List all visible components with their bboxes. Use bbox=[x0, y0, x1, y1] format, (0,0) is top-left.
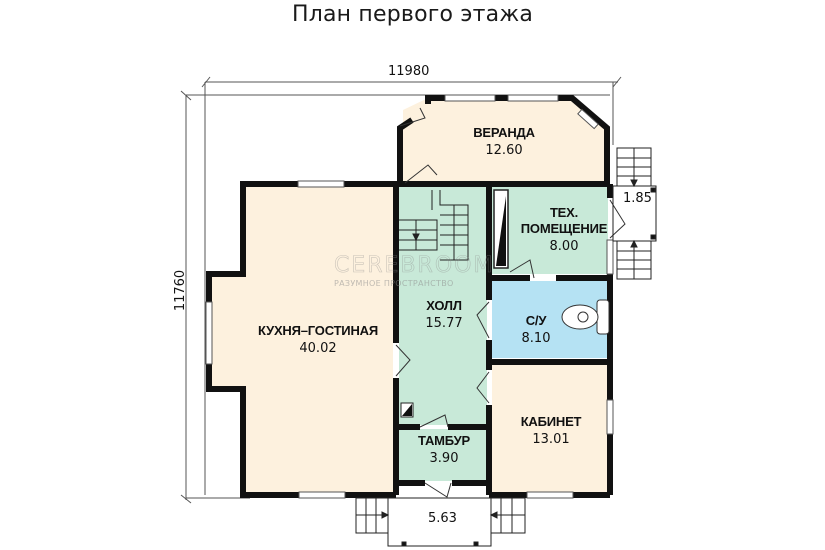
room-area: 40.02 bbox=[299, 341, 337, 356]
room-fill-vestibule bbox=[399, 429, 487, 481]
dimension-porch-right: 1.85 bbox=[623, 191, 652, 206]
room-name: С/У bbox=[525, 313, 547, 328]
windows bbox=[205, 94, 614, 499]
room-area: 8.10 bbox=[521, 331, 551, 346]
room-fills bbox=[212, 98, 608, 492]
page-title: План первого этажа bbox=[291, 2, 534, 27]
porch-right bbox=[612, 147, 657, 280]
dimension-height: 11760 bbox=[173, 269, 189, 312]
room-veranda: ВЕРАНДА 12.60 bbox=[473, 125, 535, 161]
room-area: 12.60 bbox=[485, 143, 523, 158]
room-fill-hall bbox=[399, 186, 487, 425]
room-fill-office bbox=[492, 365, 608, 492]
toilet-icon bbox=[561, 299, 610, 335]
room-bathroom: С/У 8.10 bbox=[522, 313, 551, 349]
room-name: КАБИНЕТ bbox=[520, 414, 582, 429]
dimension-porch-front: 5.63 bbox=[428, 511, 457, 526]
porch-front bbox=[355, 497, 526, 547]
dimension-lines bbox=[180, 76, 622, 504]
room-hall: ХОЛЛ 15.77 bbox=[425, 298, 462, 334]
room-name: ХОЛЛ bbox=[426, 298, 462, 313]
staircase bbox=[399, 190, 469, 261]
watermark-brand: CEREBROOM bbox=[334, 253, 495, 279]
room-tech: ТЕХ. ПОМЕЩЕНИЕ 8.00 bbox=[520, 205, 608, 257]
room-fill-veranda bbox=[403, 98, 607, 184]
room-area: 15.77 bbox=[425, 316, 463, 331]
room-kitchen: КУХНЯ–ГОСТИНАЯ 40.02 bbox=[258, 323, 378, 359]
room-vestibule: ТАМБУР 3.90 bbox=[418, 433, 470, 469]
doors bbox=[395, 107, 626, 498]
room-fill-tech bbox=[492, 186, 608, 274]
room-office: КАБИНЕТ 13.01 bbox=[521, 414, 582, 450]
room-name-line2: ПОМЕЩЕНИЕ bbox=[520, 221, 608, 236]
room-fill-kitchen bbox=[212, 186, 393, 492]
watermark-tagline: РАЗУМНОЕ ПРОСТРАНСТВО bbox=[334, 279, 454, 288]
room-name-line1: ТЕХ. bbox=[549, 205, 579, 220]
room-name: ТАМБУР bbox=[418, 433, 470, 448]
dimension-width: 11980 bbox=[388, 64, 430, 79]
room-name: ВЕРАНДА bbox=[473, 125, 535, 140]
room-area: 8.00 bbox=[549, 239, 579, 254]
room-area: 13.01 bbox=[532, 432, 570, 447]
room-area: 3.90 bbox=[429, 451, 459, 466]
room-name: КУХНЯ–ГОСТИНАЯ bbox=[258, 323, 378, 338]
